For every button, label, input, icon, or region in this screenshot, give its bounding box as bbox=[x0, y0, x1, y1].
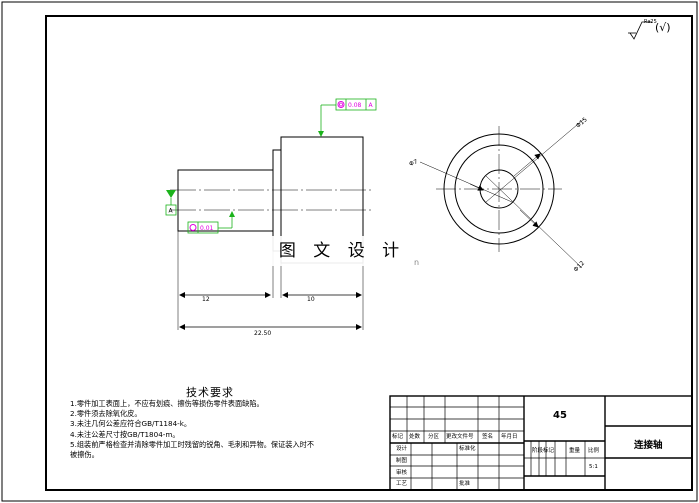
tb-standardization: 标准化 bbox=[459, 446, 476, 452]
side-view: Φ15 Φ7 Φ12 bbox=[408, 116, 589, 273]
title-block bbox=[389, 395, 693, 491]
roughness-symbol-icon bbox=[628, 21, 652, 40]
tolerance-frame-bottom: 0.01 bbox=[187, 221, 219, 234]
tb-header-date: 年月日 bbox=[501, 434, 518, 440]
dia-inner: Φ12 bbox=[572, 260, 586, 274]
note-item: 2.零件须去除氧化皮。 bbox=[70, 409, 142, 419]
note-item: 1.零件加工表面上，不应有划痕、擦伤等损伤零件表面缺陷。 bbox=[70, 399, 264, 408]
tb-scale-value: 5:1 bbox=[589, 464, 598, 470]
datum-label: A bbox=[169, 208, 174, 215]
concentricity-icon bbox=[337, 101, 345, 108]
roughness-bracket: (√) bbox=[655, 21, 671, 34]
dim-total: 22.50 bbox=[254, 330, 271, 337]
tb-material: 45 bbox=[553, 410, 567, 421]
datum-triangle-icon bbox=[166, 190, 176, 198]
note-item: 5.组装前严格检查并清除零件加工时残留的锐角、毛刺和异物。保证装入时不 bbox=[70, 439, 315, 449]
dia-outer: Φ15 bbox=[575, 116, 589, 129]
tolerance-frame-top: 0.08 A bbox=[335, 98, 377, 111]
note-item: 3.未注几何公差应符合GB/T1184-k。 bbox=[70, 419, 192, 429]
tb-drafting: 制图 bbox=[396, 458, 408, 464]
tb-approve: 批准 bbox=[459, 481, 471, 487]
tb-scale: 比例 bbox=[588, 448, 600, 454]
tb-part-name: 连接轴 bbox=[634, 440, 663, 451]
note-item: 4.未注公差尺寸按GB/T1804-m。 bbox=[70, 429, 180, 439]
datum-box bbox=[165, 204, 177, 216]
dim-right: 10 bbox=[307, 296, 315, 303]
tb-header-mark: 标记 bbox=[392, 434, 404, 440]
tb-review: 审核 bbox=[396, 470, 408, 476]
tb-weight: 重量 bbox=[569, 448, 581, 454]
tb-header-sign: 签名 bbox=[482, 434, 494, 440]
tb-stage-mark: 阶段标记 bbox=[532, 448, 555, 454]
tol-top-value: 0.08 bbox=[348, 102, 362, 109]
tol-top-datum: A bbox=[369, 102, 374, 109]
dim-left: 12 bbox=[202, 296, 210, 303]
inner-frame bbox=[45, 15, 693, 491]
tol-bottom-value: 0.01 bbox=[200, 225, 214, 232]
tb-header-zone: 分区 bbox=[428, 434, 440, 440]
tb-process: 工艺 bbox=[396, 481, 408, 487]
tb-header-docno: 更改文件号 bbox=[446, 434, 474, 440]
front-view: 12 10 22.50 A 0.08 A 0.01 bbox=[165, 98, 377, 337]
circularity-icon bbox=[189, 224, 197, 231]
note-item: 被擦伤。 bbox=[70, 450, 99, 460]
tb-header-count: 处数 bbox=[409, 434, 421, 440]
tech-requirements-title: 技术要求 bbox=[186, 386, 234, 399]
watermark: 图 文 设 计 bbox=[272, 236, 412, 266]
roughness-value: Ra25 bbox=[644, 19, 657, 25]
watermark-trail: n bbox=[414, 258, 420, 267]
tb-design: 设计 bbox=[396, 446, 408, 452]
dia-mid: Φ7 bbox=[408, 158, 419, 168]
tech-requirements-list: 1.零件加工表面上，不应有划痕、擦伤等损伤零件表面缺陷。 2.零件须去除氧化皮。… bbox=[70, 399, 370, 460]
